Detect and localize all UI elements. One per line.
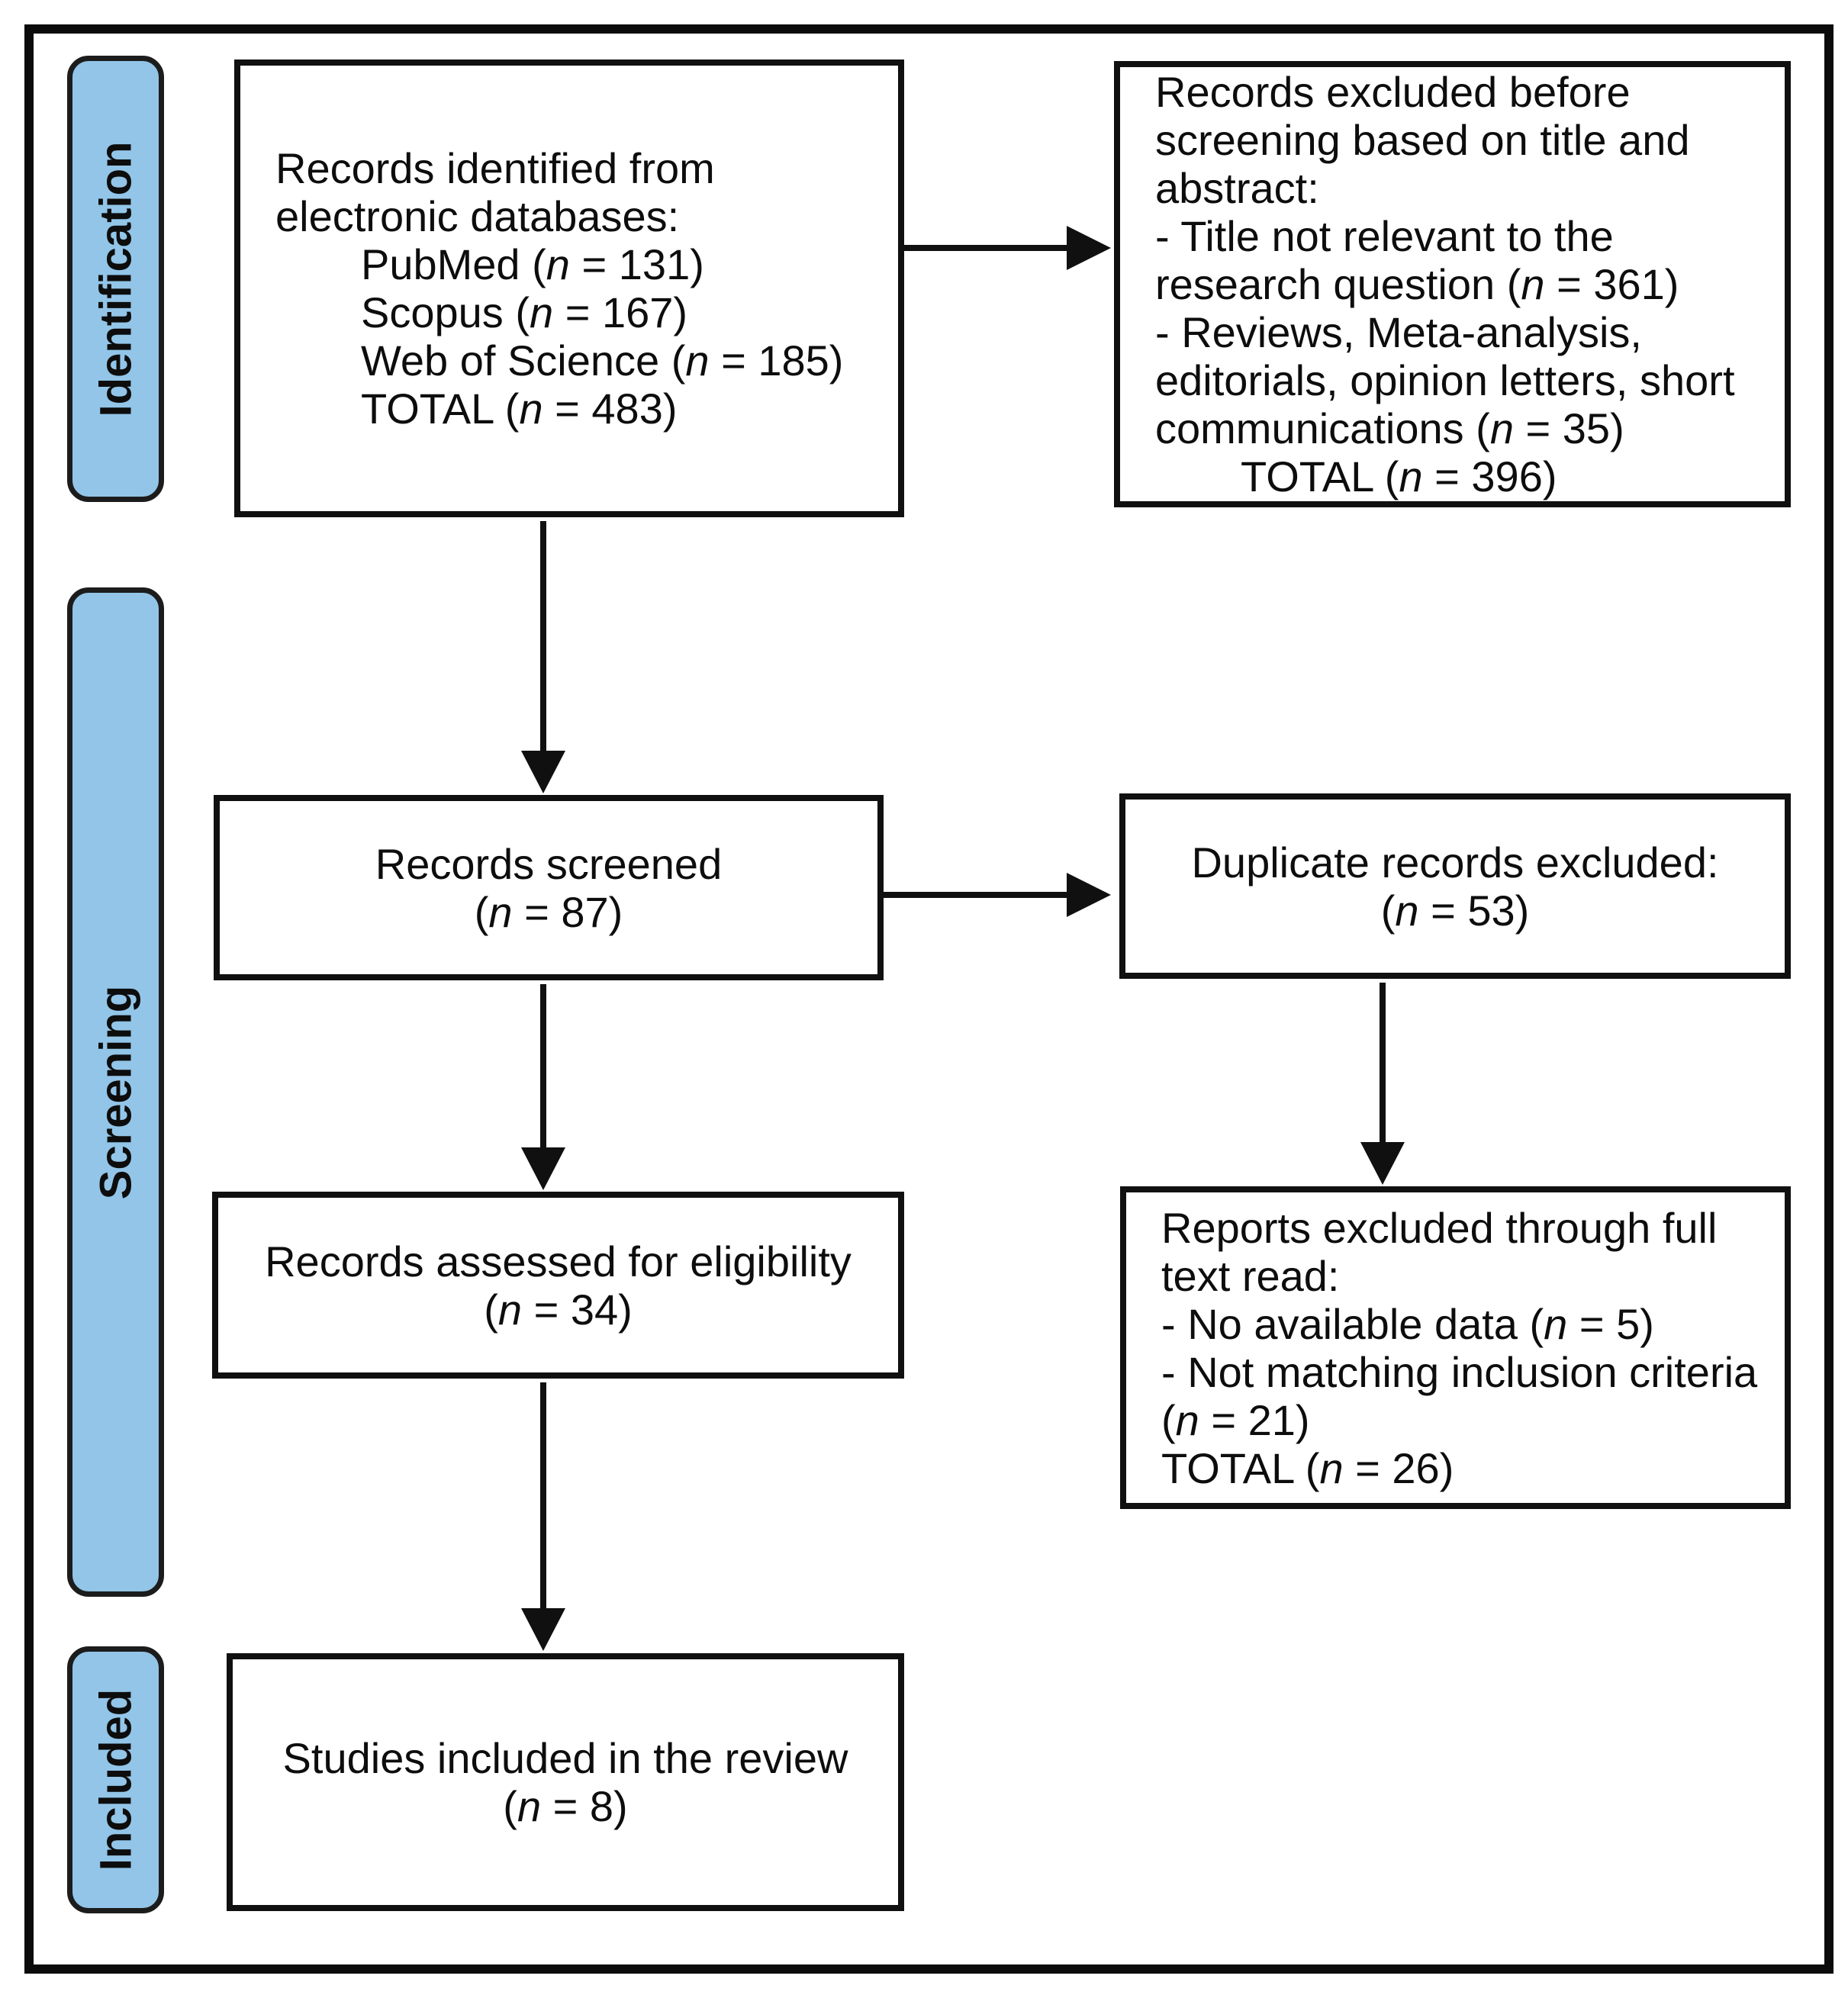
text-line: editorials, opinion letters, short	[1155, 356, 1735, 404]
text-line: text read:	[1161, 1251, 1340, 1300]
arrow-assessed-to-included	[521, 1382, 565, 1651]
text-line: electronic databases:	[275, 192, 680, 240]
text-line: Reports excluded through full	[1161, 1203, 1718, 1252]
box-studies-included: Studies included in the review(n = 8)	[227, 1653, 904, 1911]
arrow-identified-to-excluded	[904, 226, 1111, 270]
stage-bar-screening: Screening	[67, 587, 164, 1597]
text-line: - Title not relevant to the	[1155, 212, 1614, 260]
text-line: communications (n = 35)	[1155, 404, 1624, 452]
text-line: Web of Science (n = 185)	[361, 336, 844, 385]
stage-bar-included: Included	[67, 1646, 164, 1913]
arrow-screened-to-duplicates	[884, 873, 1111, 917]
text-line: (n = 8)	[503, 1782, 628, 1830]
text-line: screening based on title and	[1155, 116, 1690, 164]
text-line: Records excluded before	[1155, 68, 1631, 116]
arrow-identified-to-screened	[521, 521, 565, 793]
box-records-assessed-eligibility: Records assessed for eligibility(n = 34)	[212, 1192, 904, 1379]
text-line: (n = 87)	[474, 887, 623, 936]
text-line: (n = 34)	[484, 1285, 633, 1334]
text-line: Scopus (n = 167)	[361, 288, 688, 336]
box-records-screened: Records screened(n = 87)	[214, 795, 884, 980]
text-line: - No available data (n = 5)	[1161, 1299, 1654, 1348]
stage-bar-identification: Identification	[67, 56, 164, 502]
text-line: TOTAL (n = 483)	[361, 385, 678, 433]
text-line: - Not matching inclusion criteria	[1161, 1347, 1758, 1396]
text-line: Duplicate records excluded:	[1191, 838, 1719, 886]
text-line: Studies included in the review	[282, 1734, 848, 1782]
text-line: Records screened	[375, 839, 723, 888]
text-line: Records assessed for eligibility	[265, 1237, 852, 1285]
text-line: - Reviews, Meta-analysis,	[1155, 308, 1642, 356]
box-duplicate-records-excluded: Duplicate records excluded:(n = 53)	[1119, 793, 1791, 979]
text-line: research question (n = 361)	[1155, 260, 1679, 308]
text-line: (n = 21)	[1161, 1395, 1310, 1444]
text-line: TOTAL (n = 26)	[1161, 1443, 1454, 1492]
text-line: (n = 53)	[1380, 886, 1530, 935]
text-line: Records identified from	[275, 144, 715, 192]
arrow-duplicates-to-fulltext-excluded	[1360, 983, 1405, 1185]
text-line: PubMed (n = 131)	[361, 240, 704, 288]
text-line: abstract:	[1155, 164, 1319, 212]
arrow-screened-to-assessed	[521, 984, 565, 1190]
text-line: TOTAL (n = 396)	[1241, 452, 1557, 500]
